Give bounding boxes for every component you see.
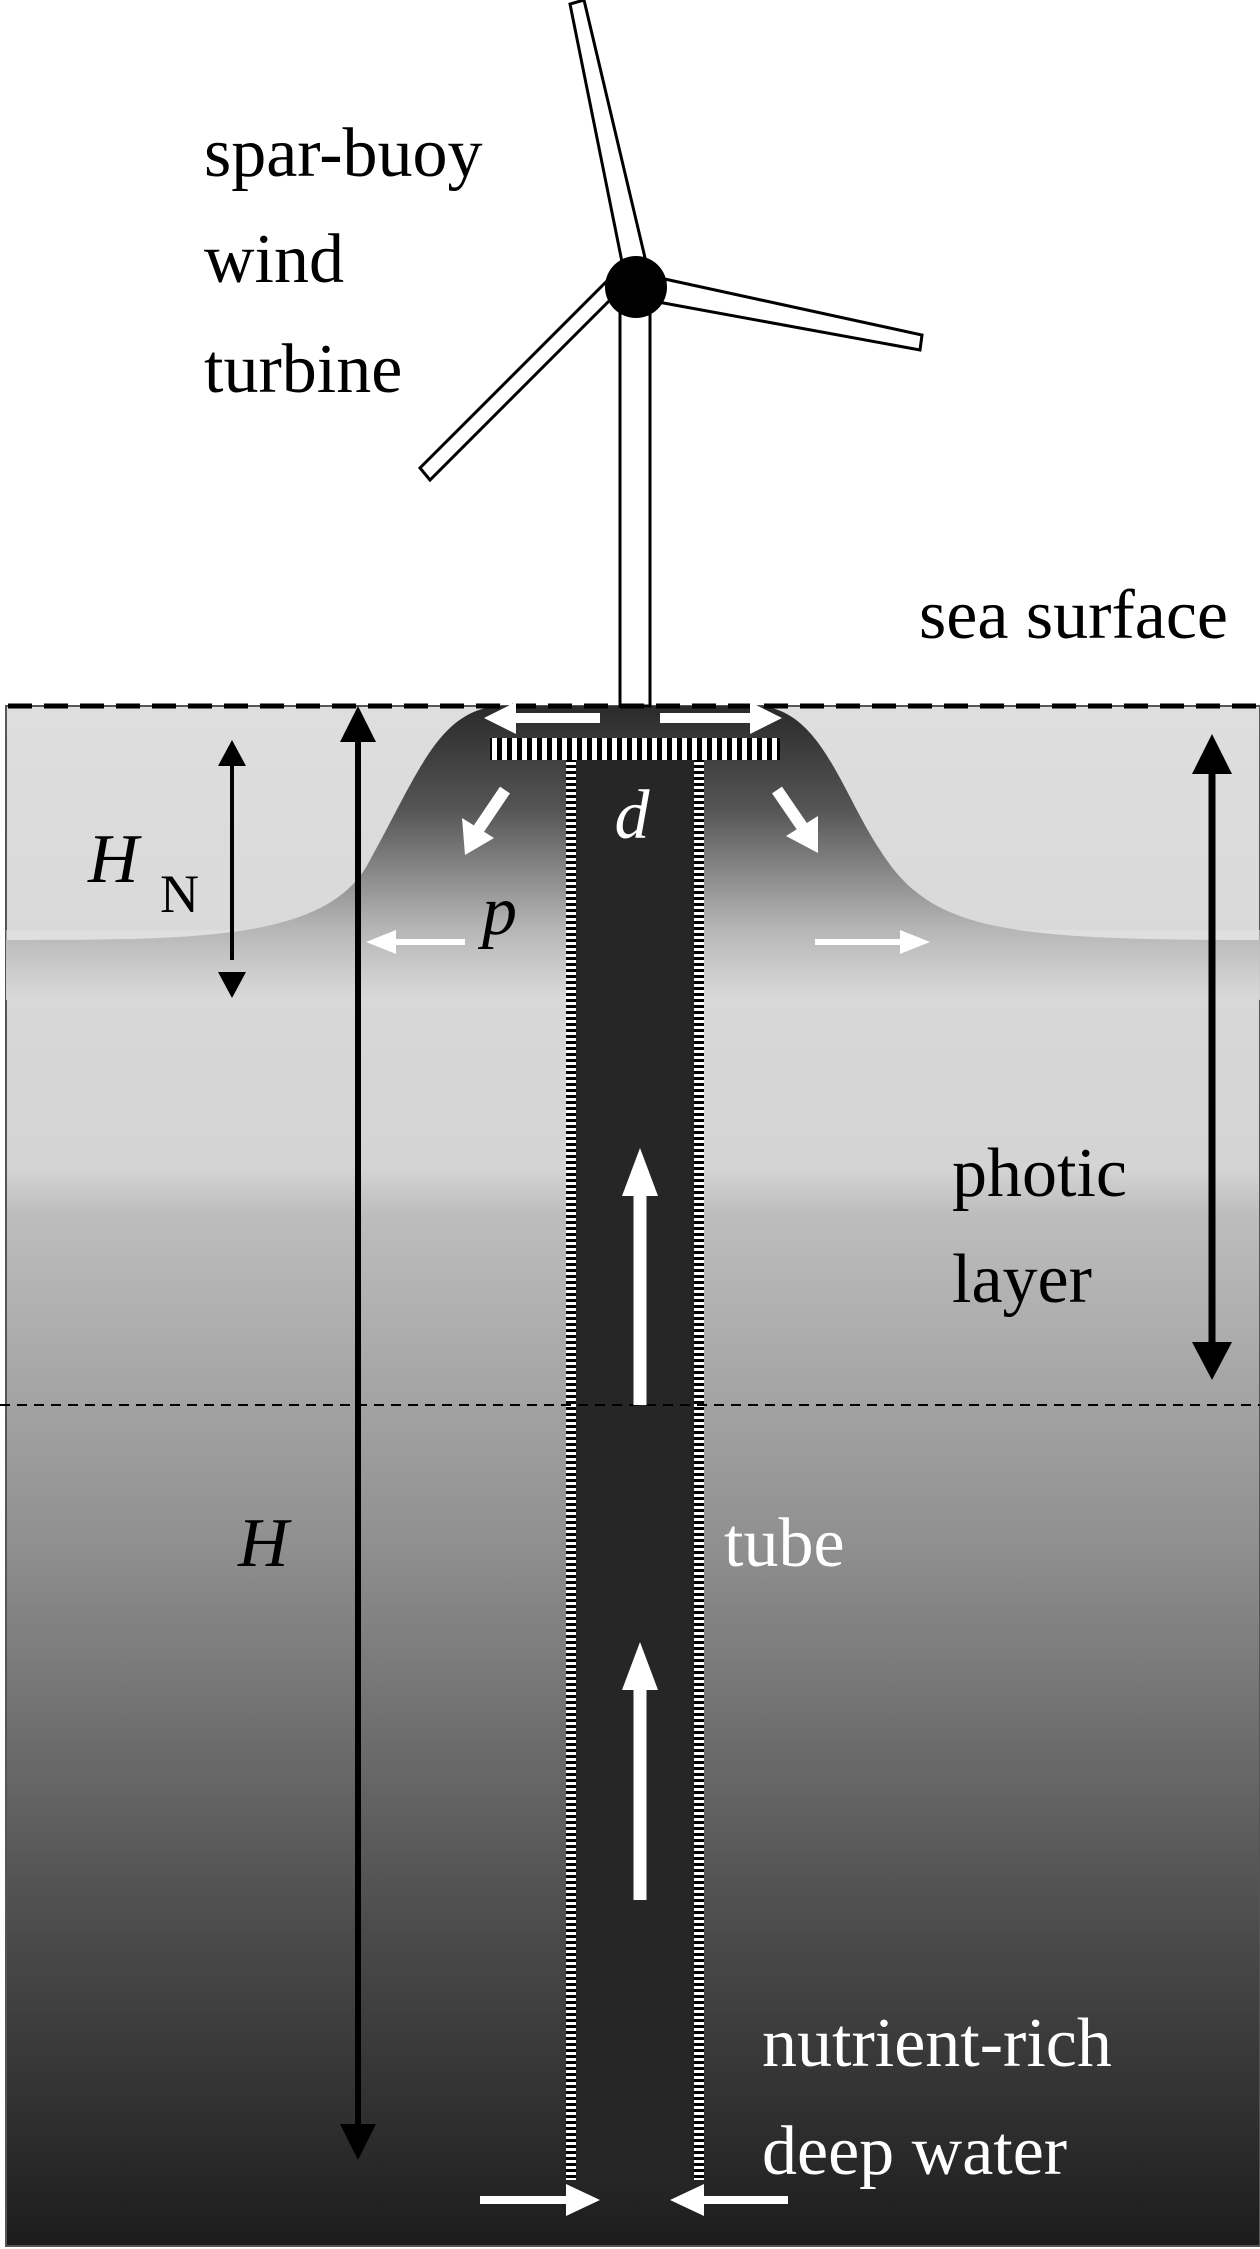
photic-layer-dimension-arrow [1192,734,1232,1380]
flow-arrow-outlet-left [484,702,600,734]
turbine-blade-left [417,275,620,483]
label-photic-line2: layer [952,1241,1092,1318]
tube-right-wall [694,760,704,2180]
label-h-symbol: H [237,1505,292,1582]
flow-arrow-tube-upper [622,1148,658,1405]
turbine-blade-up [568,0,648,264]
turbine-hub [605,256,667,318]
label-deep-water-line1: nutrient-rich [762,2005,1112,2082]
flow-arrow-spread-left [366,930,465,954]
tube-left-wall [566,760,576,2180]
flow-arrow-tube-lower [622,1642,658,1900]
flow-arrow-inflow-left [480,2184,600,2216]
flow-arrow-outlet-right [660,702,782,734]
outlet-grid [490,738,780,760]
label-turbine-line3: turbine [204,331,402,408]
label-deep-water-line2: deep water [762,2113,1067,2190]
label-d-symbol: d [615,777,651,854]
flow-arrow-spread-right [815,930,930,954]
label-hn-subscript: N [160,864,199,924]
label-p-symbol: p [477,873,517,950]
turbine-blade-right [656,276,924,352]
tube-core [575,748,695,2180]
label-turbine-line2: wind [204,221,344,298]
wind-turbine [417,0,924,708]
flow-arrow-inflow-right [670,2184,788,2216]
label-turbine-line1: spar-buoy [204,115,483,192]
hn-dimension-arrow [218,740,246,998]
h-dimension-arrow [340,706,376,2160]
turbine-tower [618,298,652,708]
label-photic-line1: photic [952,1135,1127,1212]
label-tube: tube [724,1505,845,1582]
label-hn-symbol: H [87,821,142,898]
flow-arrow-plume-right [772,786,818,853]
tube [490,738,780,2180]
flow-arrow-plume-left [462,786,510,855]
label-sea-surface: sea surface [919,577,1228,654]
